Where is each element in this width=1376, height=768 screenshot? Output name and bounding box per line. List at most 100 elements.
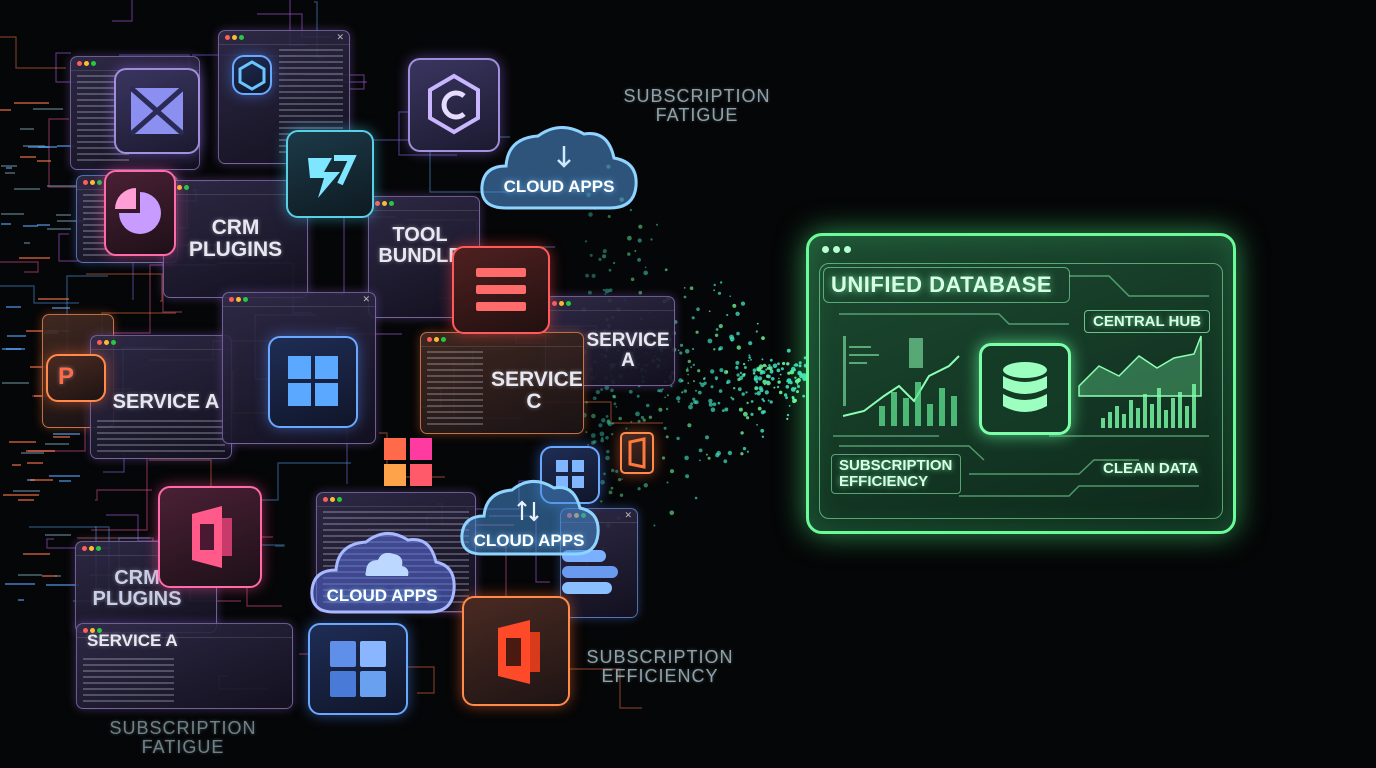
circuit-trace: [95, 489, 152, 501]
data-stream-particle: [637, 258, 641, 262]
data-stream-particle: [619, 493, 624, 497]
data-stream-particle: [653, 524, 656, 527]
data-stream-particle: [627, 235, 632, 241]
data-stream-particle: [757, 376, 763, 381]
data-stream-particle: [608, 288, 613, 293]
data-stream-particle: [755, 330, 758, 333]
windows-icon: [308, 623, 408, 715]
data-stream-particle: [731, 397, 735, 401]
chart-bar: [1150, 404, 1154, 428]
data-stream-particle: [629, 208, 633, 212]
tool-app-icon: [286, 130, 374, 218]
data-stream-particle: [735, 366, 739, 370]
data-stream-particle: [797, 385, 800, 388]
data-stream-particle: [604, 288, 610, 294]
data-stream-particle: [679, 351, 683, 355]
data-stream-particle: [677, 349, 680, 352]
subscription-fatigue-caption: SUBSCRIPTION FATIGUE: [109, 718, 257, 757]
data-stream-particle: [585, 431, 588, 434]
data-stream-particle: [600, 388, 603, 391]
data-stream-particle: [601, 436, 604, 440]
data-stream-particle: [603, 472, 606, 476]
crm-plugins-label: CRM PLUGINS: [92, 567, 182, 610]
code-fragment: [18, 599, 24, 601]
data-stream-particle: [743, 411, 748, 417]
crm-plugins-window: ✕ CRM PLUGINS: [163, 180, 308, 298]
cloud-apps-cloud: CLOUD APPS: [476, 116, 642, 218]
data-stream-particle: [644, 266, 647, 269]
data-stream-particle: [634, 250, 637, 252]
data-stream-particle: [742, 373, 746, 376]
data-stream-particle: [703, 381, 707, 385]
data-stream-particle: [696, 307, 700, 312]
subscription-fatigue-caption: SUBSCRIPTION FATIGUE: [623, 86, 771, 125]
data-stream-particle: [687, 373, 689, 376]
data-stream-particle: [618, 416, 622, 421]
code-fragment: [19, 257, 50, 259]
code-fragment: [18, 499, 34, 501]
data-stream-particle: [736, 331, 740, 336]
data-stream-particle: [765, 368, 768, 371]
data-stream-particle: [754, 377, 758, 382]
database-icon: [979, 343, 1071, 435]
circuit-trace: [0, 36, 66, 69]
data-stream-particle: [604, 293, 607, 295]
data-stream-particle: [796, 390, 799, 394]
data-stream-particle: [627, 252, 631, 256]
data-stream-particle: [777, 362, 780, 366]
data-stream-particle: [643, 483, 648, 488]
data-stream-particle: [730, 396, 733, 399]
data-stream-particle: [745, 391, 748, 394]
data-stream-particle: [768, 366, 773, 371]
data-stream-particle: [699, 382, 702, 385]
data-stream-particle: [740, 452, 744, 456]
hub-title: UNIFIED DATABASE: [831, 272, 1053, 297]
code-fragment: [20, 128, 34, 130]
data-stream-particle: [740, 431, 744, 435]
data-stream-particle: [607, 422, 613, 427]
code-fragment: [42, 575, 57, 577]
service-a-label: SERVICE A: [112, 391, 220, 413]
code-fragment: [24, 242, 30, 244]
data-stream-particle: [669, 469, 675, 474]
data-stream-particle: [788, 405, 791, 407]
chart-bar: [891, 392, 897, 426]
data-stream-particle: [750, 358, 752, 361]
data-stream-particle: [707, 456, 711, 460]
data-stream-particle: [602, 288, 605, 292]
data-stream-particle: [710, 369, 715, 374]
data-stream-particle: [705, 453, 708, 456]
data-stream-particle: [699, 459, 701, 462]
data-stream-particle: [766, 380, 770, 384]
data-stream-particle: [746, 416, 750, 420]
data-stream-particle: [683, 287, 686, 289]
data-stream-particle: [764, 390, 769, 395]
cloud-icon: [480, 126, 638, 210]
data-stream-particle: [606, 449, 610, 454]
data-stream-particle: [716, 450, 721, 456]
data-stream-particle: [752, 372, 756, 375]
data-stream-particle: [768, 364, 771, 367]
data-stream-particle: [771, 369, 774, 372]
data-stream-particle: [752, 368, 757, 373]
data-stream-particle: [760, 428, 765, 433]
code-fragment: [5, 172, 15, 174]
tool-bundle-label: TOOL BUNDLE: [378, 224, 462, 267]
crm-plugins-label: CRM PLUGINS: [188, 216, 283, 262]
code-fragment: [57, 145, 74, 147]
data-stream-particle: [717, 291, 722, 295]
data-stream-particle: [585, 273, 589, 278]
service-a-label: SERVICE A: [586, 330, 670, 371]
code-fragment: [46, 584, 79, 586]
circuit-trace: [408, 666, 435, 694]
data-stream-particle: [606, 419, 611, 423]
code-fragment: [2, 348, 21, 350]
data-stream-particle: [776, 368, 781, 373]
data-stream-particle: [612, 394, 616, 398]
chart-bar: [1101, 418, 1105, 428]
data-stream-particle: [713, 289, 715, 292]
data-stream-particle: [750, 412, 754, 416]
data-stream-particle: [642, 418, 646, 422]
data-stream-particle: [790, 387, 796, 392]
data-stream-particle: [786, 378, 792, 383]
